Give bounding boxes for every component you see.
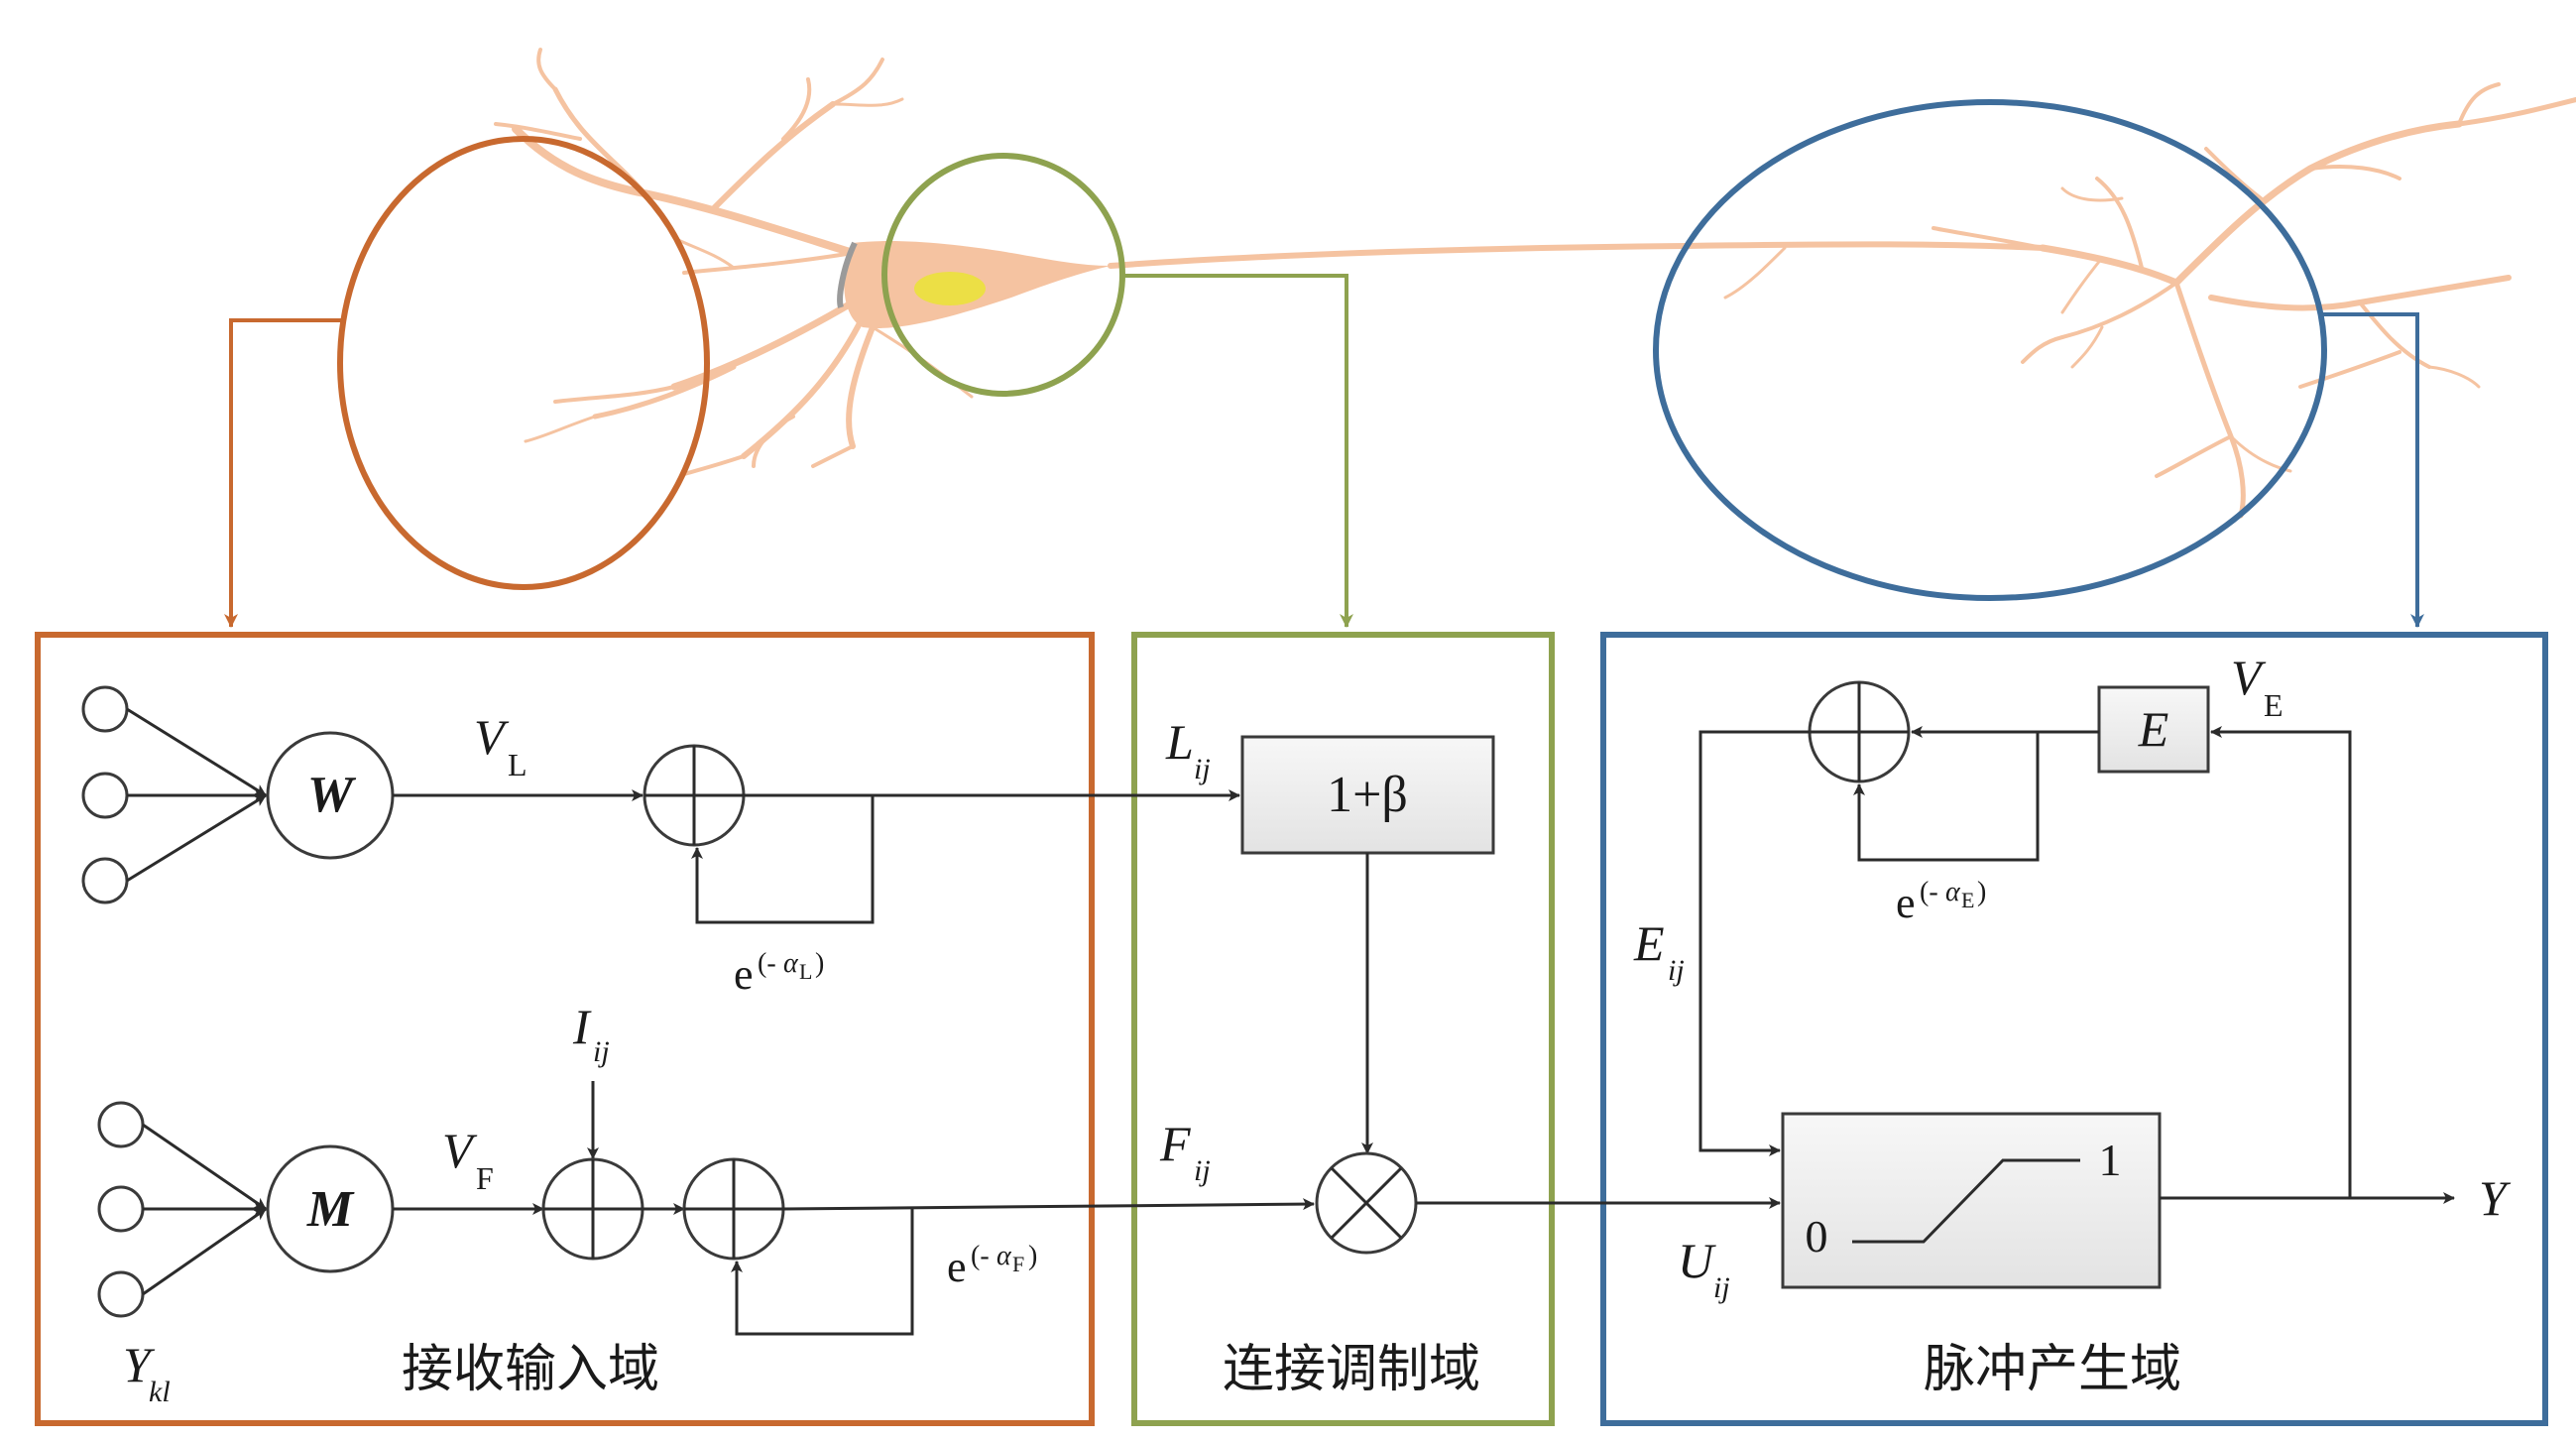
svg-text:α: α [1945, 877, 1961, 907]
svg-text:I: I [572, 999, 592, 1054]
nucleus [914, 272, 986, 305]
svg-text:V: V [2231, 650, 2267, 705]
beta-box-label: 1+β [1327, 767, 1408, 823]
vf-label: V F [442, 1123, 494, 1196]
svg-text:ij: ij [593, 1035, 610, 1068]
svg-text:(-: (- [1920, 877, 1938, 907]
svg-text:E: E [1961, 888, 1974, 912]
svg-text:kl: kl [149, 1376, 171, 1408]
svg-text:L: L [508, 747, 527, 782]
svg-text:e: e [1896, 879, 1916, 927]
svg-text:V: V [442, 1123, 478, 1178]
svg-text:e: e [947, 1243, 967, 1291]
svg-text:α: α [996, 1241, 1012, 1271]
svg-text:L: L [799, 959, 812, 984]
eij-label: E ij [1633, 915, 1685, 987]
uij-label: U ij [1678, 1233, 1730, 1304]
axon-terminals [1723, 82, 2576, 519]
svg-text:Y: Y [123, 1337, 156, 1392]
vl-label: V L [474, 709, 527, 782]
receive-connector-arrow [224, 318, 341, 628]
threshold-e-box [2097, 685, 2210, 774]
svg-text:(-: (- [758, 948, 776, 979]
m-label: M [306, 1181, 355, 1238]
svg-text:): ) [1977, 877, 1986, 907]
ykl-label: Y kl [123, 1337, 171, 1408]
step-function-box [1781, 1112, 2162, 1289]
ve-label: V E [2231, 650, 2283, 723]
y-output-label: Y [2479, 1170, 2512, 1226]
beta-modulation-box [1240, 735, 1495, 855]
neuron-illustration [494, 48, 2576, 519]
pulse-connector-arrow [2323, 312, 2424, 628]
threshold-decay-label: e (- α E ) [1896, 877, 1986, 927]
fij-label: F ij [1159, 1116, 1211, 1187]
svg-text:ij: ij [1668, 954, 1685, 987]
soma-edge [837, 241, 858, 308]
svg-text:e: e [734, 950, 754, 999]
svg-text:(-: (- [971, 1241, 990, 1271]
link-connector-arrow [1120, 274, 1353, 628]
pulse-domain-box [1600, 632, 2548, 1426]
svg-text:): ) [815, 948, 824, 979]
linking-input-node-1 [81, 685, 129, 733]
svg-text:ij: ij [1194, 1154, 1211, 1187]
axon [1108, 241, 2046, 269]
step-zero-label: 0 [1806, 1211, 1828, 1262]
svg-text:ij: ij [1713, 1271, 1730, 1304]
threshold-sum-icon [1808, 680, 1911, 783]
feeding-sum-icon [682, 1157, 785, 1261]
feeding-input-node-3 [97, 1270, 145, 1318]
receive-highlight-ellipse [337, 136, 710, 590]
receive-domain-title: 接收输入域 [402, 1340, 659, 1399]
pulse-domain-title: 脉冲产生域 [1924, 1340, 2181, 1399]
svg-text:F: F [1012, 1252, 1024, 1276]
w-label: W [307, 767, 357, 823]
svg-text:L: L [1165, 714, 1194, 770]
iij-label: I ij [572, 999, 610, 1068]
linking-input-node-2 [81, 772, 129, 819]
e-box-label: E [2138, 701, 2169, 757]
pulse-highlight-ellipse [1653, 99, 2327, 601]
svg-text:U: U [1678, 1233, 1716, 1288]
dendrites [494, 48, 974, 476]
product-icon [1315, 1151, 1418, 1255]
lij-label: L ij [1165, 714, 1211, 785]
feeding-input-sum-icon [541, 1157, 644, 1261]
link-domain-box [1131, 632, 1555, 1426]
feeding-decay-label: e (- α F ) [947, 1241, 1037, 1291]
receive-domain-box [35, 632, 1095, 1426]
svg-text:α: α [783, 948, 799, 979]
svg-text:E: E [2264, 687, 2283, 723]
svg-text:ij: ij [1194, 753, 1211, 785]
svg-text:): ) [1028, 1241, 1037, 1271]
svg-text:F: F [476, 1160, 494, 1196]
svg-text:E: E [1633, 915, 1665, 971]
svg-text:F: F [1159, 1116, 1191, 1171]
svg-text:V: V [474, 709, 510, 765]
feeding-input-node-2 [97, 1185, 145, 1233]
linking-decay-label: e (- α L ) [734, 948, 824, 999]
step-one-label: 1 [2099, 1135, 2122, 1185]
link-domain-title: 连接调制域 [1223, 1340, 1480, 1399]
linking-sum-icon [643, 744, 746, 847]
linking-input-node-3 [81, 857, 129, 904]
feeding-input-node-1 [97, 1101, 145, 1148]
